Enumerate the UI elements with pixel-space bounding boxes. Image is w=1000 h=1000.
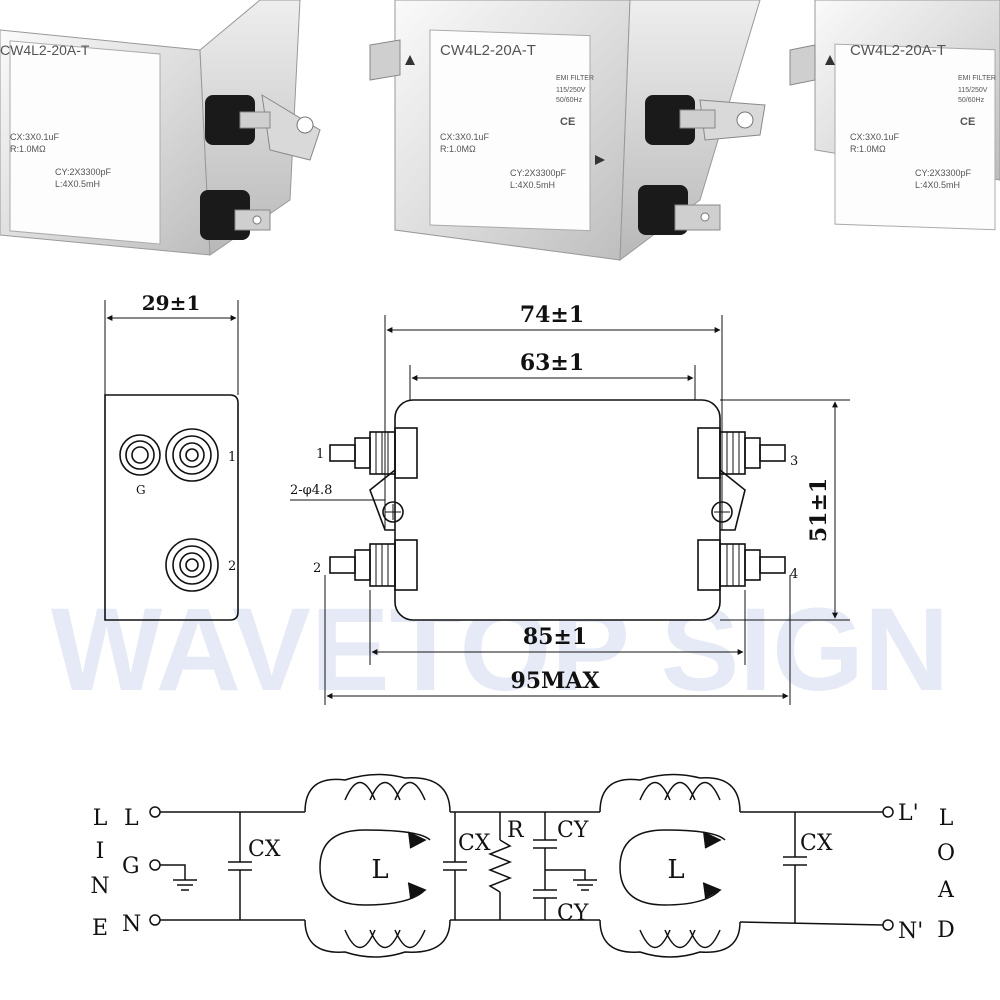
- line-arrow-icon: [825, 55, 835, 65]
- product-badge-voltage: 115/250V: [556, 87, 586, 94]
- cx-3-label: CX: [800, 831, 833, 856]
- product-badge-voltage: 115/250V: [958, 87, 988, 94]
- terminal-post-lower: [200, 190, 271, 240]
- front-terminal-3-label: 3: [790, 454, 798, 469]
- product-photo-right: CW4L2-20A-T EMI FILTER 115/250V 50/60Hz …: [789, 0, 1000, 231]
- mount-hole-label: 2-φ4.8: [290, 483, 332, 498]
- product-badge-emi: EMI FILTER: [556, 75, 594, 82]
- front-terminal-3: [697, 427, 786, 479]
- product-model-label: CW4L2-20A-T: [440, 42, 536, 59]
- dim-label-74: 74±1: [520, 302, 584, 328]
- choke-2-label: L: [667, 855, 684, 885]
- product-badge-emi: EMI FILTER: [958, 75, 996, 82]
- capacitor-cy-pair: [533, 812, 597, 920]
- product-photo-left: CW4L2-20A-T CX:3X0.1uF R:1.0MΩ CY:2X3300…: [0, 0, 321, 256]
- product-spec-l: L:4X0.5mH: [915, 180, 960, 190]
- front-terminal-4: [697, 539, 786, 591]
- common-mode-choke-2: [599, 773, 741, 958]
- cx-1-label: CX: [248, 837, 281, 862]
- front-terminal-2-label: 2: [313, 561, 321, 576]
- output-n-label: N': [898, 919, 923, 944]
- input-g-label: G: [122, 854, 140, 879]
- side-terminal-g: [119, 434, 161, 476]
- line-side-label: L I N E: [90, 806, 109, 941]
- product-spec-r: R:1.0MΩ: [850, 144, 886, 154]
- side-terminal-2-label: 2: [228, 559, 236, 574]
- side-terminal-g-label: G: [136, 483, 146, 497]
- dim-label-95: 95MAX: [510, 668, 600, 694]
- product-spec-cy: CY:2X3300pF: [510, 168, 567, 178]
- output-l-label: L': [898, 801, 919, 826]
- front-terminal-1: [329, 427, 418, 479]
- output-terminal-n: [882, 919, 894, 931]
- dim-label-51: 51±1: [806, 478, 832, 542]
- input-l-label: L: [124, 806, 139, 831]
- dim-label-85: 85±1: [523, 624, 587, 650]
- product-spec-l: L:4X0.5mH: [510, 180, 555, 190]
- capacitor-cx-2: [443, 812, 467, 920]
- product-spec-cy: CY:2X3300pF: [915, 168, 972, 178]
- load-side-label: L O A D: [937, 806, 955, 943]
- side-width-label: 29±1: [142, 291, 201, 315]
- left-mount-hole: [382, 501, 404, 523]
- schematic: [149, 773, 894, 958]
- line-letter-l: L: [93, 806, 108, 831]
- front-terminal-2: [329, 539, 418, 591]
- product-model-label: CW4L2-20A-T: [0, 42, 90, 58]
- product-ce-mark: CE: [960, 116, 975, 128]
- terminal-post-lower: [638, 185, 721, 235]
- load-letter-o: O: [937, 841, 955, 866]
- load-letter-a: A: [937, 878, 955, 903]
- product-badge-freq: 50/60Hz: [958, 97, 985, 104]
- line-arrow-icon: [405, 55, 415, 65]
- side-terminal-2: [165, 538, 219, 592]
- product-spec-l: L:4X0.5mH: [55, 179, 100, 189]
- cy-lower-label: CY: [557, 901, 589, 926]
- capacitor-cx-3: [783, 812, 807, 923]
- capacitor-cx-1: [228, 812, 252, 920]
- product-spec-cx: CX:3X0.1uF: [10, 132, 60, 142]
- left-mounting-flange: [369, 469, 396, 531]
- dim-label-63: 63±1: [520, 350, 584, 376]
- front-terminal-4-label: 4: [790, 567, 798, 582]
- input-terminal-n: [149, 914, 161, 926]
- product-spec-cx: CX:3X0.1uF: [850, 132, 900, 142]
- input-terminal-l: [149, 806, 161, 818]
- line-letter-n: N: [90, 874, 109, 899]
- input-terminal-g: [149, 859, 161, 871]
- right-mounting-flange: [719, 469, 746, 531]
- line-letter-i: I: [96, 839, 105, 864]
- product-photo-center: CW4L2-20A-T EMI FILTER 115/250V 50/60Hz …: [369, 0, 766, 262]
- side-view-outline: [104, 394, 239, 621]
- choke-1-label: L: [371, 855, 388, 885]
- product-spec-cy: CY:2X3300pF: [55, 167, 112, 177]
- input-n-label: N: [122, 912, 141, 937]
- front-view: [290, 315, 850, 705]
- product-badge-freq: 50/60Hz: [556, 97, 583, 104]
- cx-2-label: CX: [458, 831, 491, 856]
- side-terminal-1: [165, 428, 219, 482]
- resistor-label: R: [507, 818, 525, 843]
- cy-upper-label: CY: [557, 818, 589, 843]
- resistor-r: [487, 812, 513, 920]
- product-model-label: CW4L2-20A-T: [850, 42, 946, 59]
- common-mode-choke-1: [304, 773, 451, 958]
- load-arrow-icon: [595, 155, 605, 165]
- product-ce-mark: CE: [560, 116, 575, 128]
- terminal-post-upper: [645, 95, 716, 145]
- load-letter-l: L: [939, 806, 954, 831]
- product-spec-r: R:1.0MΩ: [440, 144, 476, 154]
- filter-body-outline: [394, 399, 721, 621]
- load-letter-d: D: [937, 918, 955, 943]
- front-terminal-1-label: 1: [316, 447, 324, 462]
- side-view: [104, 300, 239, 621]
- output-terminal-l: [882, 806, 894, 818]
- product-spec-r: R:1.0MΩ: [10, 144, 46, 154]
- side-terminal-1-label: 1: [228, 450, 236, 465]
- product-spec-cx: CX:3X0.1uF: [440, 132, 490, 142]
- terminal-post-upper: [205, 95, 271, 145]
- line-letter-e: E: [92, 916, 108, 941]
